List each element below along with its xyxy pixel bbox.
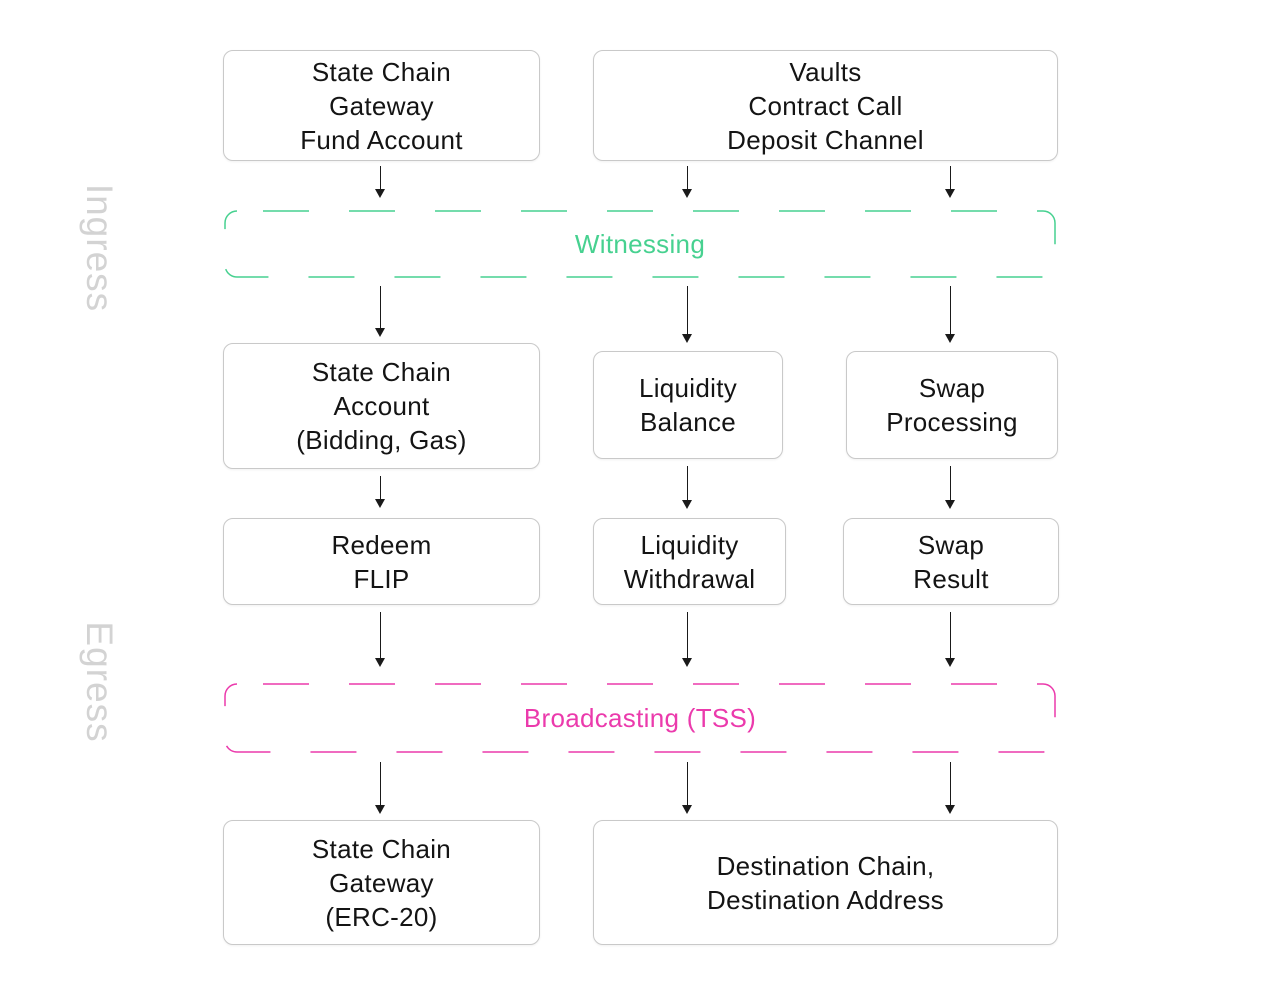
node-swap-result: Swap Result <box>843 518 1059 605</box>
node-swap-processing: Swap Processing <box>846 351 1058 459</box>
side-label-ingress: Ingress <box>79 183 120 313</box>
node-liquidity-balance: Liquidity Balance <box>593 351 783 459</box>
band-broadcasting-tss: Broadcasting (TSS) <box>224 683 1056 753</box>
node-redeem-flip: Redeem FLIP <box>223 518 540 605</box>
witnessing-label: Witnessing <box>574 228 706 259</box>
broadcasting-dashed-border <box>224 683 1056 753</box>
node-state-chain-gateway-erc20: State Chain Gateway (ERC-20) <box>223 820 540 945</box>
node-vaults-contract-call-deposit-channel: Vaults Contract Call Deposit Channel <box>593 50 1058 161</box>
flow-arrow <box>379 476 381 499</box>
flow-arrow <box>686 286 688 334</box>
flow-arrow <box>686 612 688 658</box>
broadcasting-label: Broadcasting (TSS) <box>523 702 757 733</box>
flow-arrow <box>379 612 381 658</box>
witnessing-dashed-border <box>224 210 1056 278</box>
flow-arrow <box>379 762 381 805</box>
flow-arrow <box>686 466 688 500</box>
node-liquidity-withdrawal: Liquidity Withdrawal <box>593 518 786 605</box>
flow-arrow <box>949 466 951 500</box>
flow-arrow <box>949 166 951 189</box>
flow-arrow <box>949 286 951 334</box>
flow-arrow <box>949 762 951 805</box>
flow-arrow <box>686 166 688 189</box>
flow-arrow <box>949 612 951 658</box>
band-witnessing: Witnessing <box>224 210 1056 278</box>
node-state-chain-gateway-fund-account: State Chain Gateway Fund Account <box>223 50 540 161</box>
flow-arrow <box>379 166 381 189</box>
flow-arrow <box>686 762 688 805</box>
side-label-egress: Egress <box>79 621 120 743</box>
node-destination-chain-address: Destination Chain, Destination Address <box>593 820 1058 945</box>
flow-arrow <box>379 286 381 328</box>
node-state-chain-account-bidding-gas: State Chain Account (Bidding, Gas) <box>223 343 540 469</box>
